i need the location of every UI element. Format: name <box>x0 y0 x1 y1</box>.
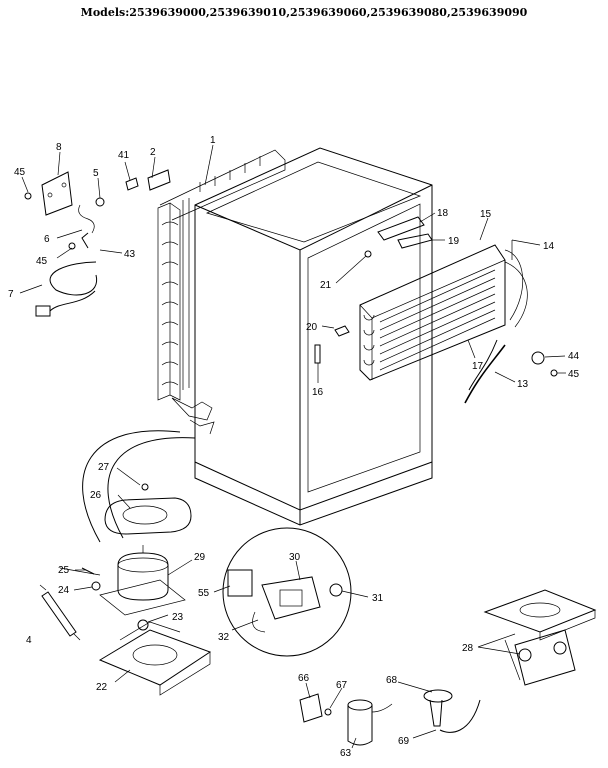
fan-motor-assembly <box>483 589 597 686</box>
drain-tube <box>464 344 506 404</box>
drain-cap <box>141 483 149 491</box>
callout-44: 44 <box>568 351 580 362</box>
callout-21: 21 <box>320 280 332 291</box>
power-cord <box>49 261 98 296</box>
callout-27: 27 <box>98 462 110 473</box>
callout-4: 4 <box>26 635 32 646</box>
callout-20: 20 <box>306 322 318 333</box>
callout-15: 15 <box>480 209 492 220</box>
callout-5: 5 <box>93 168 99 179</box>
callout-31: 31 <box>372 593 384 604</box>
callout-55: 55 <box>198 588 210 599</box>
relay-cover <box>227 569 253 597</box>
screw-21 <box>364 250 372 258</box>
part-16 <box>314 344 321 364</box>
callout-25: 25 <box>58 565 70 576</box>
callout-18: 18 <box>437 208 449 219</box>
callout-67: 67 <box>336 680 348 691</box>
callout-63: 63 <box>340 748 352 759</box>
compressor-mount-bracket <box>98 619 212 696</box>
condenser-coil <box>157 149 286 435</box>
clip-19 <box>397 233 433 249</box>
evaporator <box>359 240 528 381</box>
fitting-44 <box>531 351 545 365</box>
callout-28: 28 <box>462 643 474 654</box>
callout-68: 68 <box>386 675 398 686</box>
callout-29: 29 <box>194 552 206 563</box>
callout-66: 66 <box>298 673 310 684</box>
relay-overload-group <box>222 527 352 657</box>
callout-6: 6 <box>44 234 50 245</box>
callout-45b: 45 <box>36 256 48 267</box>
callout-45c: 45 <box>568 369 580 380</box>
overload-protector <box>261 576 321 620</box>
callout-23: 23 <box>172 612 184 623</box>
filter-drier <box>39 584 81 641</box>
callout-43: 43 <box>124 249 136 260</box>
mounting-bracket <box>41 171 73 216</box>
screw-45 <box>550 369 558 377</box>
cover-2 <box>147 169 171 191</box>
page-title: Models:2539639000,2539639010,2539639060,… <box>80 6 528 19</box>
callout-7: 7 <box>8 289 14 300</box>
leader-lines <box>19 144 566 749</box>
callout-30: 30 <box>289 552 301 563</box>
compressor <box>59 545 186 616</box>
callout-41: 41 <box>118 150 130 161</box>
drain-pan <box>104 483 192 535</box>
callout-32: 32 <box>218 632 230 643</box>
power-cord-grommet <box>423 689 481 733</box>
bracket-66 <box>299 693 323 723</box>
callout-22: 22 <box>96 682 108 693</box>
part-20 <box>334 325 350 337</box>
callout-1: 1 <box>210 135 216 146</box>
callout-45a: 45 <box>14 167 26 178</box>
callout-16: 16 <box>312 387 324 398</box>
drain-tube-outline <box>468 339 498 391</box>
capacitor <box>347 699 393 746</box>
callout-26: 26 <box>90 490 102 501</box>
callout-17: 17 <box>472 361 484 372</box>
left-side-parts <box>24 171 105 317</box>
screw-67 <box>324 708 332 716</box>
callout-69: 69 <box>398 736 410 747</box>
bracket-18 <box>377 216 425 241</box>
callout-labels: 1 2 41 8 45 5 6 45 43 7 18 19 15 14 21 2… <box>8 135 580 759</box>
grommet <box>91 581 101 591</box>
callout-24: 24 <box>58 585 70 596</box>
clip <box>81 567 95 575</box>
callout-13: 13 <box>517 379 529 390</box>
refrigerator-cabinet <box>194 147 433 526</box>
power-plug <box>35 305 51 317</box>
callout-19: 19 <box>448 236 460 247</box>
screw-41 <box>125 177 139 191</box>
callout-2: 2 <box>150 147 156 158</box>
callout-8: 8 <box>56 142 62 153</box>
callout-14: 14 <box>543 241 555 252</box>
drain-hose <box>82 430 196 543</box>
clip-31 <box>329 583 343 597</box>
